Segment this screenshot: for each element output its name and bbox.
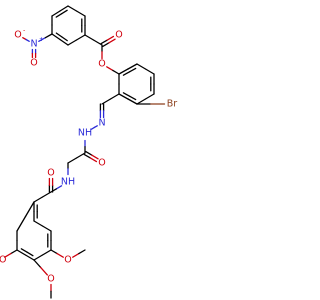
atom-o-ester-carbonyl: O (115, 30, 122, 41)
bond-Cam-Oam (89, 157, 98, 163)
charge-n-nitro: + (39, 35, 44, 43)
bond-Cc-Oc (102, 42, 110, 48)
bond-b1-b2-inner (128, 67, 137, 73)
atom-o-nitro-minus: O (14, 30, 21, 41)
bond-b1-b2 (127, 63, 138, 70)
bond-N3-C2 (55, 185, 63, 190)
bond-c6-Oml (10, 249, 18, 255)
charge-o-nitro-minus: - (23, 26, 26, 34)
bond-c4-c5 (41, 249, 52, 256)
bond-N1-N2 (90, 126, 96, 130)
bond-Cc-Oc (108, 38, 116, 44)
bond-a3-Cc (92, 39, 103, 46)
bond-Oe-b1 (106, 66, 114, 72)
bond-b4-b5 (144, 93, 155, 100)
bond-N-a1 (38, 37, 47, 42)
bond-a1-a2 (59, 38, 69, 46)
bond-c5-c6 (24, 254, 35, 261)
bond-Omm-MeM (78, 249, 86, 255)
bond-b1-b2-inner (122, 71, 131, 76)
bond-C2-c1 (33, 196, 44, 203)
bond-a2-a3 (75, 34, 86, 41)
atom-o-amide-1: O (98, 158, 105, 169)
bond-a1-a2-inner (61, 36, 68, 42)
bond-a1-a2-inner (55, 32, 63, 38)
atom-o-methoxy-middle: O (64, 255, 71, 266)
bond-Omm-MeM (72, 252, 80, 258)
bond-a4-a5 (75, 10, 86, 17)
bond-b5-b6-inner (128, 95, 137, 101)
bond-b2-b3 (144, 68, 155, 75)
bond-Cam-Oam-b (91, 154, 99, 160)
bond-c5-Omr (40, 266, 48, 276)
atom-o-ester: O (98, 59, 105, 70)
bond-c2-c3 (41, 225, 52, 232)
bond-b6-CH (101, 98, 112, 105)
bond-c7-c1 (16, 215, 27, 232)
bond-Cam-Oam-b (85, 150, 93, 156)
bond-b2-b3 (136, 63, 147, 70)
bond-a5-a6 (59, 5, 69, 12)
bond-a5-a6-inner (55, 13, 63, 18)
bond-Cc-Oc-b (100, 39, 108, 45)
bond-Oe-b1 (112, 69, 120, 75)
bond-N3-C2 (50, 188, 57, 193)
bond-Om-N (25, 38, 30, 42)
bond-layer (4, 5, 166, 299)
atom-n-hydrazone-2: NH (78, 128, 92, 139)
bond-c4-Omm (56, 252, 64, 258)
bond-Cc-Oc-b (106, 35, 115, 41)
atom-n-nitro: N (30, 39, 37, 50)
bond-c5-c6 (16, 249, 27, 256)
atom-o-methoxy-right: O (47, 274, 54, 285)
atom-br: Br (167, 99, 178, 110)
atom-o-methoxy-left: O (0, 255, 6, 266)
bond-c2-c3 (33, 220, 44, 227)
bond-a2-a3 (67, 39, 78, 46)
atom-n-hydrazone-1: N (98, 118, 105, 129)
bond-b5-b6 (118, 93, 129, 100)
bond-b5-b6-inner (122, 92, 131, 97)
bond-b5-b6 (127, 98, 138, 105)
bond-c5-c6-inner (26, 251, 34, 257)
bond-Cam-Oam (83, 153, 91, 159)
bond-c5-c6-inner (20, 248, 28, 253)
atom-o-amide-2: O (47, 168, 54, 179)
bond-a1-a2 (51, 33, 61, 41)
bond-c7-c1 (24, 201, 35, 218)
bond-b4-b5 (136, 98, 147, 105)
bond-a5-a6-inner (61, 9, 68, 15)
bond-c5-Omr (33, 259, 42, 269)
bond-a5-a6 (51, 10, 61, 17)
atom-n-amide: NH (61, 177, 75, 188)
bond-Cam-CH2 (67, 157, 78, 164)
bond-Cam-CH2 (75, 152, 86, 159)
atom-o-nitro-double: O (30, 58, 37, 69)
bond-a4-a5 (67, 5, 78, 12)
bond-C2-c1 (41, 191, 52, 198)
bond-c4-Omm (50, 249, 58, 255)
bond-b6-CH (109, 93, 120, 100)
bond-c6-Oml (4, 252, 12, 258)
bond-c4-c5 (33, 254, 44, 261)
bond-a3-Cc (84, 34, 95, 41)
bond-N-a1 (44, 33, 53, 39)
bond-b1-b2 (118, 68, 129, 75)
